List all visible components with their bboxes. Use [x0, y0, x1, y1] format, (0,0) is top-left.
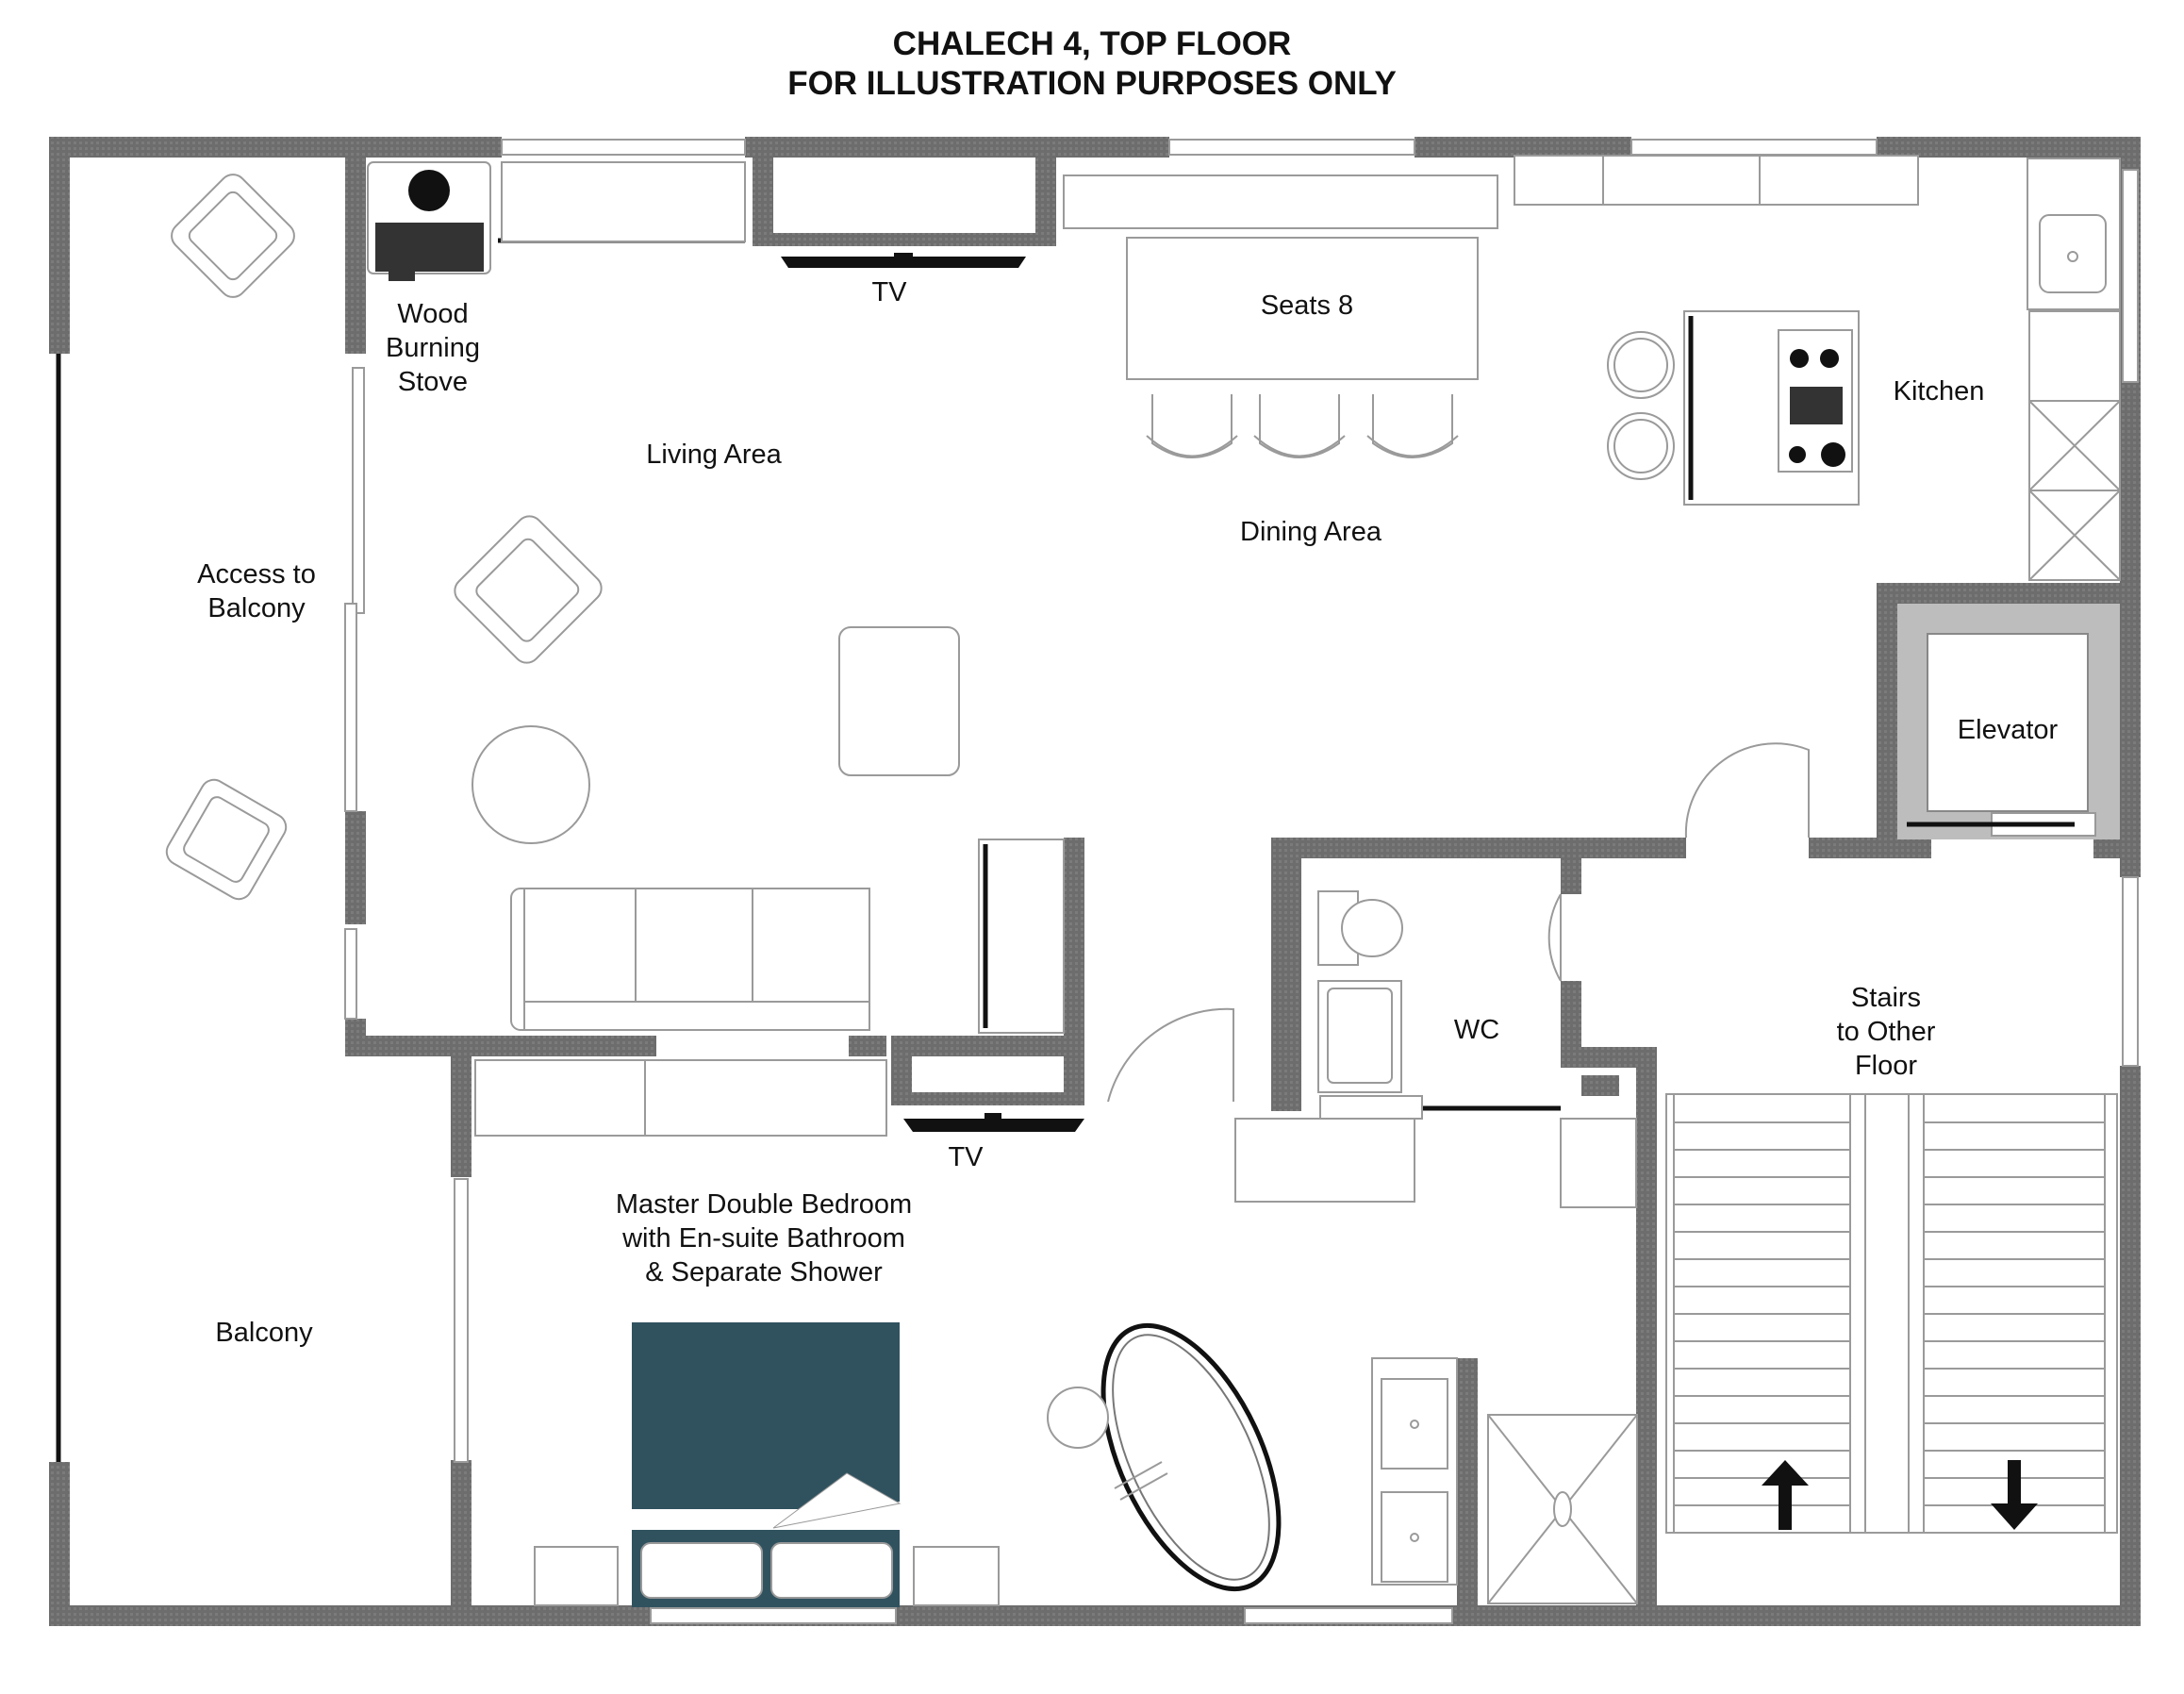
kitchen-island	[1683, 310, 1860, 506]
dining-table	[1126, 237, 1479, 380]
elevator-shaft	[1897, 604, 2120, 839]
label-dining-area: Dining Area	[1240, 517, 1382, 547]
balcony-chair-top	[171, 174, 295, 298]
title-line-2: FOR ILLUSTRATION PURPOSES ONLY	[787, 65, 1397, 102]
label-stairs-1: Stairs	[1851, 983, 1921, 1013]
label-elevator: Elevator	[1958, 715, 2059, 745]
windows	[501, 139, 2139, 1624]
stove	[367, 161, 491, 281]
dining-sideboard	[1063, 174, 1498, 229]
label-wc: WC	[1454, 1015, 1499, 1045]
round-side-table	[472, 725, 590, 844]
label-kitchen: Kitchen	[1894, 376, 1985, 407]
interior-walls	[345, 137, 2141, 1626]
coffee-ottoman	[838, 626, 960, 776]
label-stove-2: Burning	[386, 333, 480, 363]
label-bedroom-2: with En-suite Bathroom	[621, 1223, 905, 1254]
balcony-chair-bottom	[165, 778, 288, 901]
kitchen-wall-units	[2027, 158, 2121, 581]
wc-fixtures	[1317, 890, 1561, 1120]
double-bed	[632, 1322, 902, 1607]
label-bedroom-3: & Separate Shower	[645, 1257, 883, 1287]
label-stove-3: Stove	[398, 367, 468, 397]
shower	[1487, 1414, 1638, 1604]
outer-walls	[49, 137, 2141, 1626]
label-living-area: Living Area	[646, 440, 782, 470]
bathtub	[1047, 1322, 1282, 1592]
label-tv-living: TV	[871, 277, 907, 307]
nightstand-right	[913, 1546, 1000, 1606]
kitchen-top-counter	[1514, 155, 1919, 206]
sofa	[510, 888, 870, 1031]
room-divider-tv	[978, 839, 1065, 1034]
tv-living	[781, 253, 1026, 268]
label-balcony-access-2: Balcony	[207, 593, 306, 623]
title-line-1: CHALECH 4, TOP FLOOR	[892, 25, 1292, 62]
bench	[501, 161, 746, 242]
plan-title: CHALECH 4, TOP FLOOR FOR ILLUSTRATION PU…	[0, 25, 2184, 104]
label-tv-bedroom: TV	[948, 1142, 984, 1172]
label-bedroom-1: Master Double Bedroom	[616, 1189, 912, 1220]
label-stairs-2: to Other	[1837, 1017, 1936, 1047]
bar-stools	[1607, 331, 1675, 480]
stairs	[1665, 1093, 2118, 1534]
vanity-sinks	[1371, 1357, 1458, 1586]
label-seats: Seats 8	[1261, 291, 1353, 321]
label-stove-1: Wood	[397, 299, 468, 329]
label-balcony: Balcony	[215, 1318, 313, 1348]
doors	[1107, 742, 1810, 1103]
armchair-living	[454, 515, 603, 664]
balcony-area	[56, 174, 469, 1463]
label-balcony-access-1: Access to	[197, 559, 316, 590]
label-stairs-3: Floor	[1855, 1051, 1917, 1081]
nightstand-left	[534, 1546, 619, 1606]
bedroom-fixtures	[474, 1059, 1637, 1208]
dining-chairs	[1146, 394, 1459, 458]
